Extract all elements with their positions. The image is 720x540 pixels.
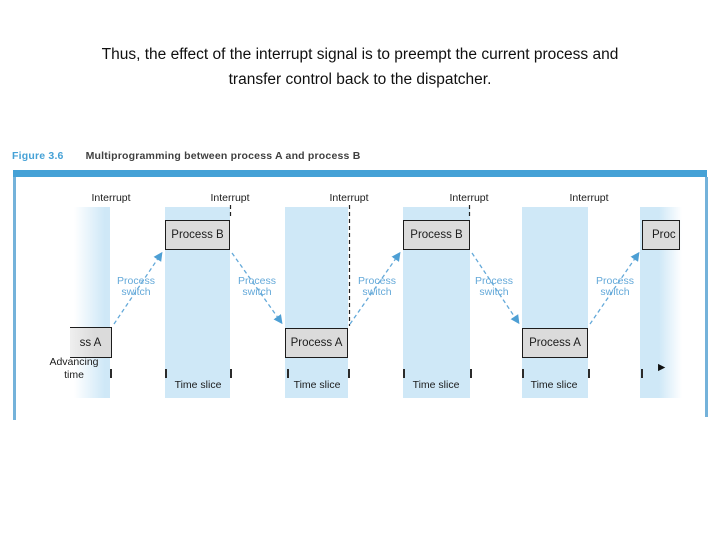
axis-tick — [165, 369, 167, 378]
interrupt-label: Interrupt — [449, 192, 489, 204]
time-slice-band — [285, 207, 348, 398]
time-slice-label: Time slice — [530, 379, 578, 391]
time-slice-label: Time slice — [293, 379, 341, 391]
figure-caption: Figure 3.6 Multiprogramming between proc… — [12, 150, 360, 162]
axis-tick — [403, 369, 405, 378]
axis-tick — [348, 369, 350, 378]
figure-left-border — [13, 177, 16, 420]
time-slice-band — [74, 207, 110, 398]
axis-tick — [470, 369, 472, 378]
advancing-time-line-2: time — [64, 368, 84, 381]
axis-tick — [522, 369, 524, 378]
axis-tick — [641, 369, 643, 378]
figure-right-border — [705, 177, 708, 417]
advancing-time-line-1: Advancing — [49, 356, 99, 368]
time-slice-label: Time slice — [174, 379, 222, 391]
process-switch-line-2: switch — [121, 286, 151, 298]
process-box: Process B — [165, 220, 230, 250]
interrupt-label: Interrupt — [210, 192, 250, 204]
process-switch-line-2: switch — [362, 286, 392, 298]
axis-tick — [287, 369, 289, 378]
interrupt-label: Interrupt — [91, 192, 131, 204]
figure-caption-title: Multiprogramming between process A and p… — [85, 150, 361, 162]
process-box: Process B — [403, 220, 470, 250]
axis-tick — [110, 369, 112, 378]
interrupt-label: Interrupt — [329, 192, 369, 204]
process-switch-line-2: switch — [242, 286, 272, 298]
time-slice-label: Time slice — [412, 379, 460, 391]
process-switch-line-2: switch — [600, 286, 630, 298]
interrupt-label: Interrupt — [569, 192, 609, 204]
advancing-time-label: Advancing time — [30, 356, 118, 381]
time-axis-arrow-icon: ▶ — [658, 362, 666, 373]
process-box: Process A — [522, 328, 588, 358]
time-slice-band — [522, 207, 588, 398]
slide-text-line-1: Thus, the effect of the interrupt signal… — [101, 46, 619, 63]
process-box: ss A — [70, 327, 112, 358]
slide-text-line-2: transfer control back to the dispatcher. — [228, 71, 492, 88]
process-box: Proc — [642, 220, 680, 250]
process-box: Process A — [285, 328, 348, 358]
figure-top-bar — [13, 170, 707, 177]
process-switch-line-2: switch — [479, 286, 509, 298]
axis-tick — [230, 369, 232, 378]
figure-caption-number: Figure 3.6 — [12, 150, 64, 162]
axis-tick — [588, 369, 590, 378]
slide-text: Thus, the effect of the interrupt signal… — [0, 42, 720, 92]
